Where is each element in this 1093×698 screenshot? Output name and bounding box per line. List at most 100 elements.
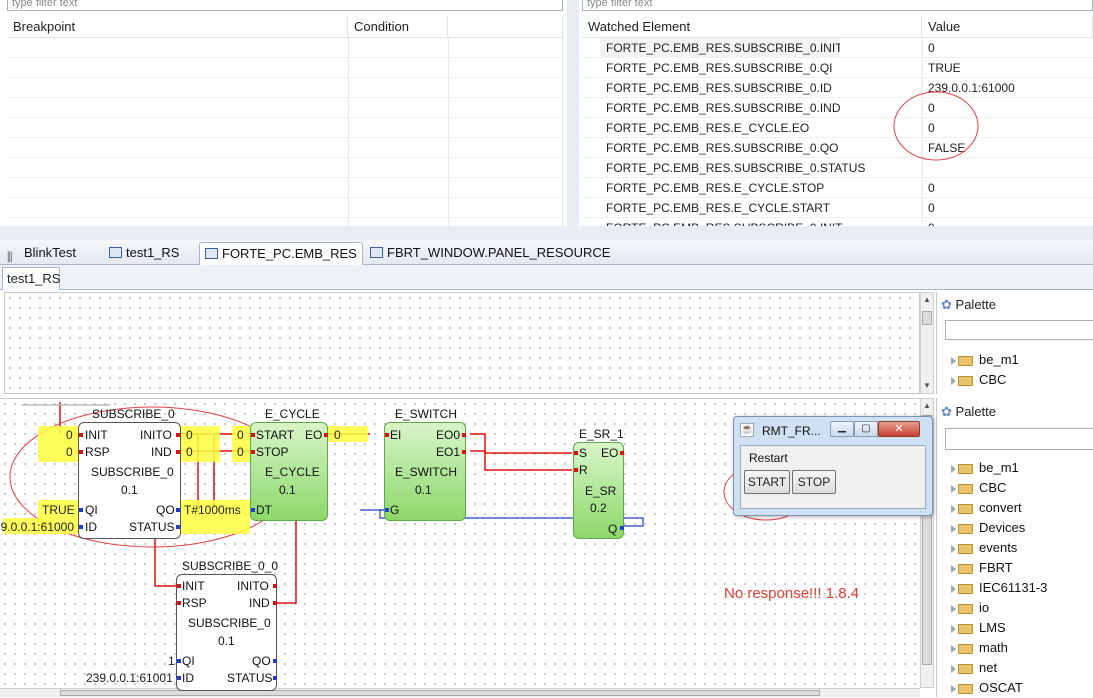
stop-button[interactable]: STOP	[792, 470, 836, 494]
palette-item[interactable]: OSCAT	[937, 678, 1023, 698]
subscribe0-qi-pin[interactable]: QI	[85, 503, 98, 517]
watch-value-cell[interactable]: 239.0.0.1:61000	[928, 81, 1015, 95]
condition-column-header[interactable]: Condition	[348, 16, 448, 38]
lower-horizontal-scrollbar[interactable]	[0, 688, 920, 697]
subscribe00-inito-pin[interactable]: INITO	[237, 579, 269, 593]
ecycle-eo-pin[interactable]: EO	[305, 428, 323, 442]
palette-item[interactable]: net	[937, 658, 997, 678]
tab-fbrt-window-panel-resource[interactable]: FBRT_WINDOW.PANEL_RESOURCE	[365, 242, 610, 265]
expand-arrow-icon[interactable]	[951, 584, 956, 593]
rmt-window[interactable]: ☕ RMT_FR... ▁ ▢ ✕ Restart START STOP	[733, 416, 933, 516]
close-window-button[interactable]: ✕	[878, 421, 920, 437]
palette-item[interactable]: CBC	[937, 478, 1006, 498]
eswitch-g-pin[interactable]: G	[390, 503, 400, 517]
subscribe0-block[interactable]	[78, 422, 181, 539]
palette-item[interactable]: Devices	[937, 518, 1025, 538]
esr-block[interactable]	[573, 442, 624, 539]
subscribe00-id-pin[interactable]: ID	[182, 671, 194, 685]
expand-arrow-icon[interactable]	[951, 464, 956, 473]
subscribe00-qo-pin[interactable]: QO	[252, 654, 271, 668]
upper-diagram-canvas[interactable]	[4, 292, 920, 394]
palette-item[interactable]: FBRT	[937, 558, 1013, 578]
expand-arrow-icon[interactable]	[951, 484, 956, 493]
subscribe00-rsp-pin[interactable]: RSP	[182, 596, 207, 610]
ecycle-start-pin[interactable]: START	[256, 428, 295, 442]
watch-row[interactable]: FORTE_PC.EMB_RES.SUBSCRIBE_0.INIT0	[582, 218, 1093, 226]
subscribe0-qo-pin[interactable]: QO	[156, 503, 175, 517]
subscribe0-id-pin[interactable]: ID	[85, 520, 97, 534]
subscribe00-qi-pin[interactable]: QI	[182, 654, 195, 668]
eswitch-eo1-pin[interactable]: EO1	[436, 445, 461, 459]
watch-value-cell[interactable]: TRUE	[928, 61, 961, 75]
watch-value-cell[interactable]: 0	[928, 201, 935, 215]
esr-r-pin[interactable]: R	[579, 463, 588, 477]
watch-value-cell[interactable]: 0	[928, 121, 935, 135]
palette-item[interactable]: LMS	[937, 618, 1006, 638]
expand-arrow-icon[interactable]	[951, 604, 956, 613]
subscribe00-block[interactable]	[176, 574, 277, 691]
palette-search-input[interactable]	[945, 428, 1093, 450]
watch-filter-input[interactable]: type filter text	[582, 0, 1093, 11]
value-column-header[interactable]: Value	[922, 16, 1093, 38]
watched-element-column-header[interactable]: Watched Element	[582, 16, 922, 38]
eswitch-eo0-pin[interactable]: EO0	[436, 428, 461, 442]
expand-arrow-icon[interactable]	[951, 504, 956, 513]
esr-eo-pin[interactable]: EO	[601, 446, 619, 460]
breakpoint-column-header[interactable]: Breakpoint	[7, 16, 348, 38]
ecycle-dt-pin[interactable]: DT	[256, 503, 272, 517]
start-button[interactable]: START	[744, 470, 790, 494]
expand-arrow-icon[interactable]	[951, 564, 956, 573]
palette-top-item[interactable]: be_m1	[937, 350, 1019, 370]
ecycle-stop-pin[interactable]: STOP	[256, 445, 289, 459]
breakpoint-filter-input[interactable]: type filter text	[7, 0, 563, 11]
palette-item[interactable]: IEC61131-3	[937, 578, 1047, 598]
watch-value-cell[interactable]: 0	[922, 218, 1092, 226]
watch-value-cell[interactable]: 0	[928, 41, 935, 55]
watch-row[interactable]: FORTE_PC.EMB_RES.SUBSCRIBE_0.STATUS	[582, 158, 1093, 178]
eswitch-ei-pin[interactable]: EI	[390, 428, 402, 442]
tab-forte-pc-emb-res[interactable]: FORTE_PC.EMB_RES ☒	[199, 242, 363, 282]
palette-top-item[interactable]: CBC	[937, 370, 1006, 390]
tab-test1-rs[interactable]: test1_RS	[104, 242, 196, 265]
palette-search-input-top[interactable]	[945, 320, 1093, 340]
palette-item[interactable]: be_m1	[937, 458, 1019, 478]
palette-item[interactable]: events	[937, 538, 1017, 558]
minimize-button[interactable]: ▁	[830, 421, 854, 437]
sub-tab-test1-rs[interactable]: test1_RS	[2, 267, 60, 290]
palette-item[interactable]: math	[937, 638, 1008, 658]
subscribe00-status-pin[interactable]: STATUS	[227, 671, 273, 685]
watch-value-cell[interactable]: 0	[928, 101, 935, 115]
subscribe0-ind-pin[interactable]: IND	[151, 445, 172, 459]
palette-item[interactable]: io	[937, 598, 989, 618]
expand-arrow-icon[interactable]	[951, 664, 956, 673]
watch-value-cell[interactable]: FALSE	[928, 141, 966, 155]
upper-vertical-scrollbar[interactable]: ▲ ▼	[920, 292, 934, 394]
subscribe0-status-pin[interactable]: STATUS	[129, 520, 175, 534]
expand-arrow-icon[interactable]	[951, 524, 956, 533]
tab-blinktest[interactable]: ⫼ BlinkTest	[2, 242, 100, 265]
palette-item[interactable]: convert	[937, 498, 1022, 518]
expand-arrow-icon[interactable]	[951, 684, 956, 693]
subscribe0-rsp-pin[interactable]: RSP	[85, 445, 110, 459]
subscribe0-init-pin[interactable]: INIT	[85, 428, 108, 442]
maximize-button[interactable]: ▢	[854, 421, 878, 437]
esr-q-pin[interactable]: Q	[608, 522, 618, 536]
expand-arrow-icon[interactable]	[951, 644, 956, 653]
esr-s-pin[interactable]: S	[579, 446, 588, 460]
subscribe0-inito-pin[interactable]: INITO	[140, 428, 172, 442]
expand-arrow-icon[interactable]	[951, 544, 956, 553]
subscribe00-ind-pin[interactable]: IND	[249, 596, 270, 610]
ecycle-block[interactable]	[250, 422, 328, 521]
eswitch-block[interactable]	[384, 422, 466, 521]
subscribe00-init-pin[interactable]: INIT	[182, 579, 205, 593]
watch-value-cell[interactable]: 0	[928, 181, 935, 195]
expand-arrow-icon[interactable]	[951, 624, 956, 633]
